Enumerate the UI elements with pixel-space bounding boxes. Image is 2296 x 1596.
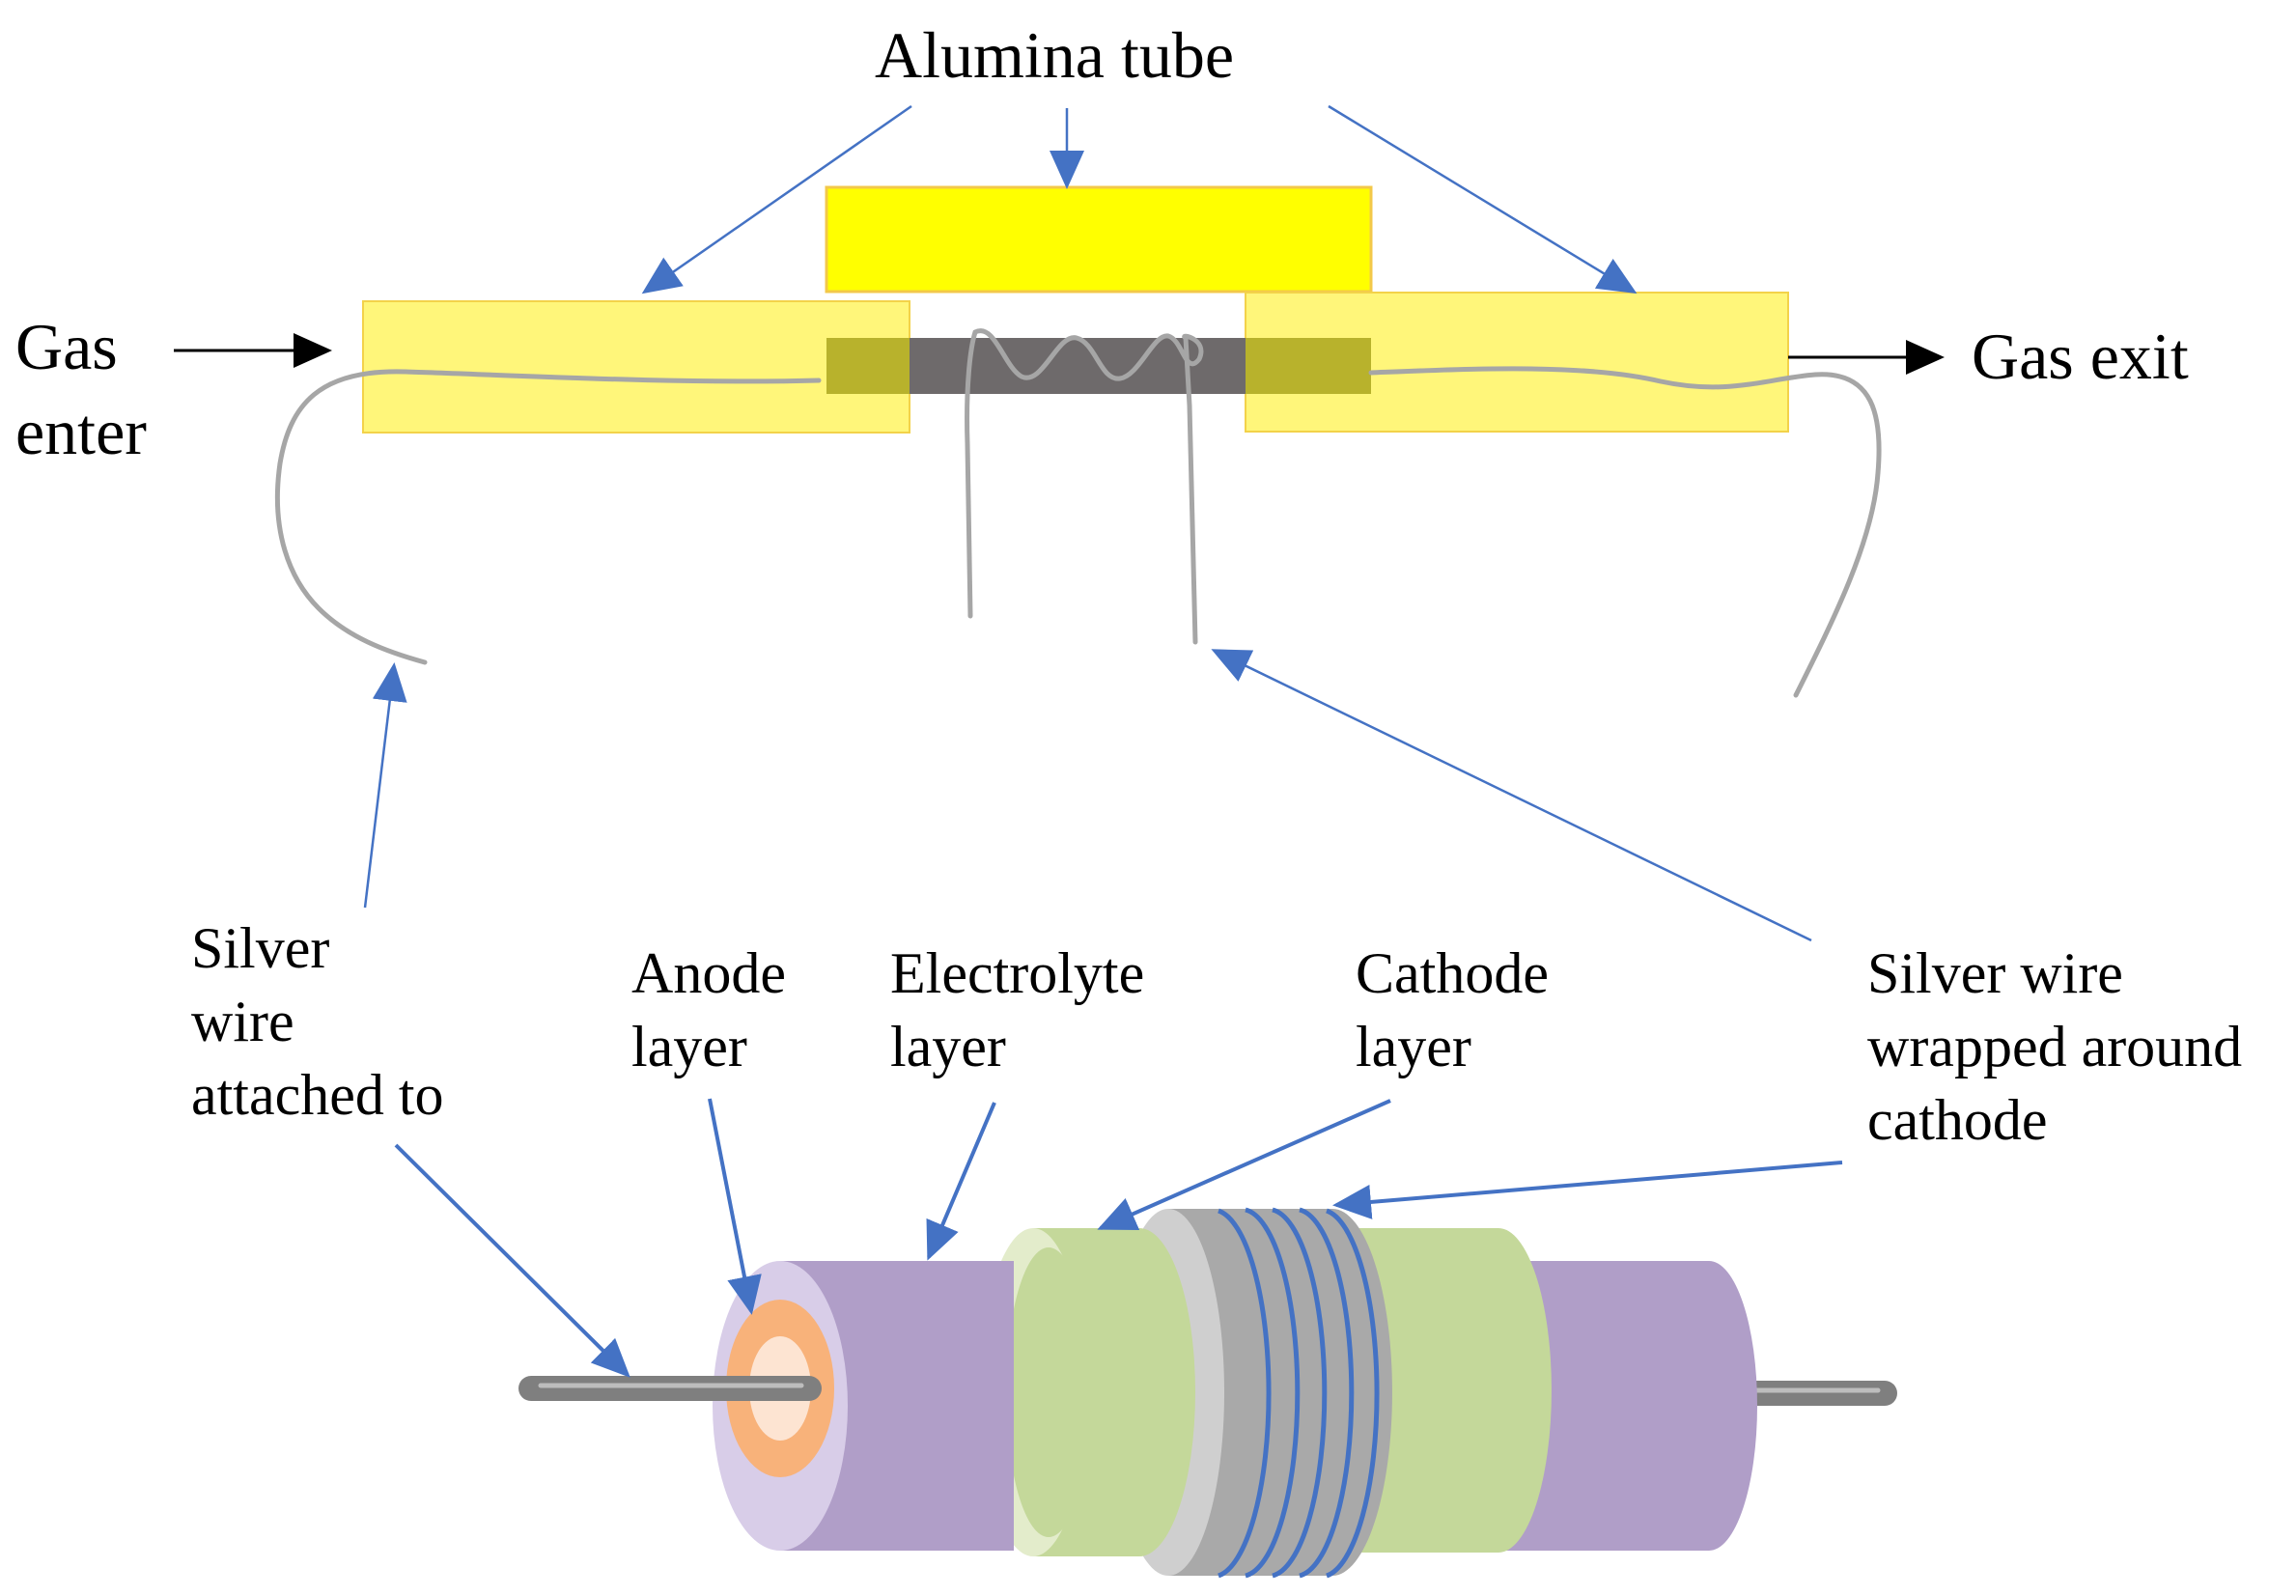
silver-wire-anode-label-line1: Silver <box>191 916 329 980</box>
alumina-tube-label: Alumina tube <box>875 18 1234 92</box>
wrapped-wire-loops <box>1218 1207 1380 1579</box>
cathode-face-inner <box>1006 1247 1091 1537</box>
cathode-label-line1: Cathode <box>1356 941 1549 1005</box>
cathode-label-line2: layer <box>1356 1015 1471 1078</box>
gas-exit-label: Gas exit <box>1972 320 2189 393</box>
silver-wire-anode-callout <box>363 662 407 909</box>
alumina-callouts <box>641 104 1638 294</box>
cell-overlap-left <box>826 338 910 394</box>
alumina-tube-top <box>825 185 1373 294</box>
silver-wire-cathode-label-line3: cathode <box>1867 1088 2048 1152</box>
silver-wire-cathode-lead <box>1368 366 1882 698</box>
alumina-callout-left <box>641 104 912 294</box>
silver-wire-cathode-label-line1: Silver wire <box>1867 941 2123 1005</box>
silver-wire-cathode-wrap <box>965 328 1204 645</box>
silver-wire-cathode-label-line2: wrapped around <box>1867 1015 2242 1078</box>
silver-wire-cathode-callout-bottom <box>1332 1161 1843 1219</box>
tube-assembly <box>362 185 1789 434</box>
silver-wires-top <box>274 328 1882 698</box>
current-collector <box>1168 1209 1392 1576</box>
electrolyte-label-line1: Electrolyte <box>890 941 1144 1005</box>
electrolyte-label-line2: layer <box>890 1015 1006 1078</box>
silver-wire-anode-lead <box>274 369 822 665</box>
silver-wire-anode-label-line2: wire <box>191 990 294 1053</box>
anode-label-line2: layer <box>631 1015 747 1078</box>
cathode-callout <box>1097 1099 1391 1230</box>
gas-enter-label-line1: Gas <box>15 310 118 383</box>
cell-callouts <box>394 1098 1843 1378</box>
alumina-tube-left <box>362 300 910 434</box>
alumina-callout-right <box>1328 104 1638 294</box>
silver-wire-cathode-callout <box>1211 649 1812 942</box>
cell-rod <box>910 338 1246 394</box>
cell-overlap-right <box>1246 338 1371 394</box>
silver-wire-anode-label-line3: attached to <box>191 1063 444 1127</box>
silver-wire-anode-callout-bottom <box>394 1143 630 1378</box>
gas-enter-label-line2: enter <box>15 395 147 468</box>
electrolyte-callout <box>926 1102 996 1261</box>
tubular-cell <box>518 1207 1897 1579</box>
cathode-ring-right <box>1357 1228 1552 1553</box>
anode-callout <box>708 1098 762 1315</box>
anode-label-line1: Anode <box>631 941 786 1005</box>
electrolyte-right <box>1506 1261 1757 1551</box>
